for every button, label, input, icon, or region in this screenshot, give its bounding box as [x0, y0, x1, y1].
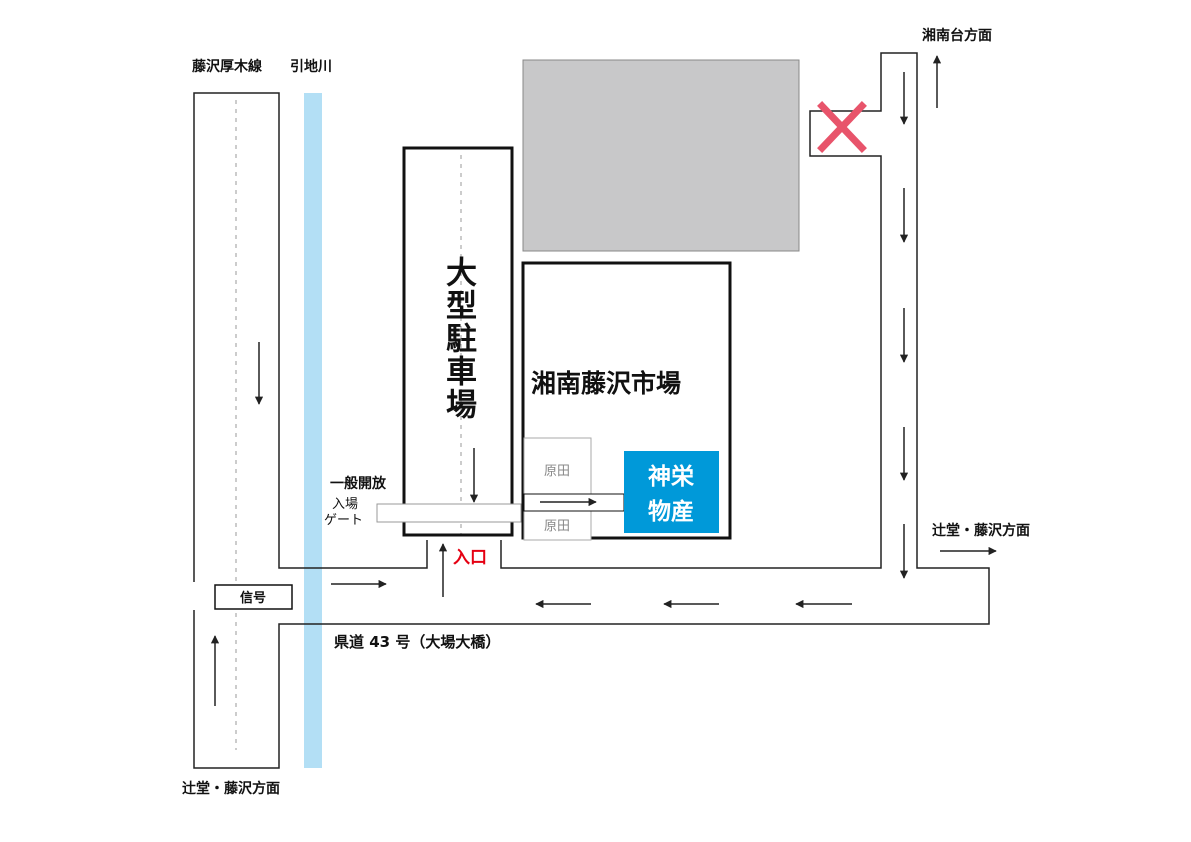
parking-title: 大型駐車場: [440, 256, 477, 421]
direction-label-right: 辻堂・藤沢方面: [932, 522, 1030, 539]
entry-gate-label-1: 入場: [332, 497, 358, 512]
shop-name-line2: 物産: [648, 498, 694, 525]
shop-name-line1: 神栄: [648, 463, 695, 490]
road-left-upper: [193, 92, 428, 582]
harada-label-top: 原田: [544, 464, 570, 479]
no-entry-cross-icon: [817, 101, 867, 153]
road-main-top: [193, 52, 990, 769]
market-title: 湘南藤沢市場: [531, 369, 681, 398]
road-left-name: 藤沢厚木線: [192, 58, 262, 75]
harada-box-top: [523, 437, 592, 495]
road-network: [193, 52, 990, 769]
river-name: 引地川: [290, 58, 332, 75]
signal-box: [214, 584, 293, 610]
gray-building: [522, 59, 800, 252]
entrance-label: 入口: [453, 548, 487, 568]
harada-label-bottom: 原田: [544, 519, 570, 534]
signal-label: 信号: [240, 590, 266, 606]
prefectural-road-label: 県道 43 号（大場大橋）: [334, 633, 500, 651]
entry-gate-label-2: ゲート: [324, 513, 363, 528]
large-parking-lot: [402, 146, 514, 537]
entry-gate-bar: [376, 503, 522, 523]
market-building: [521, 261, 732, 540]
river: [304, 93, 322, 768]
direction-arrows: [210, 55, 997, 706]
shinei-bussan-shop: [624, 451, 719, 533]
direction-label-bottom-left: 辻堂・藤沢方面: [182, 780, 280, 797]
direction-label-shonandai: 湘南台方面: [922, 27, 992, 44]
harada-box-bottom: [523, 510, 592, 541]
general-open-label: 一般開放: [330, 475, 387, 492]
